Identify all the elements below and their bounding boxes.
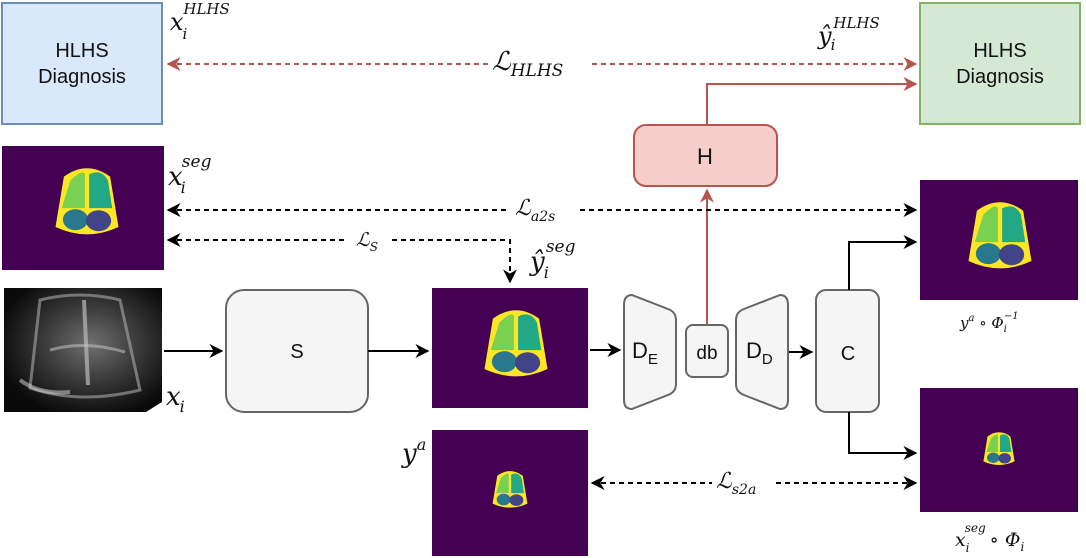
hlhs-right-line1: HLHS — [973, 40, 1026, 62]
l-s-label: ℒS — [356, 229, 378, 254]
c-to-top-output-arrow — [848, 235, 918, 290]
yhat-seg-image — [432, 288, 588, 408]
hlhs-right-line2: Diagnosis — [956, 66, 1044, 88]
x-seg-image — [2, 146, 164, 270]
output-bottom-image — [920, 388, 1078, 512]
output-top-image — [920, 180, 1078, 300]
l-hlhs-label: ℒHLHS — [492, 47, 563, 81]
x-i-label: xi — [166, 382, 185, 416]
l-s-arrow-right — [392, 239, 517, 284]
c-to-bottom-output-arrow — [848, 412, 918, 460]
c-module-label: C — [841, 343, 855, 365]
c-module — [815, 289, 880, 413]
hlhs-diagnosis-right-box: HLHS Diagnosis — [919, 2, 1081, 125]
encoder-de — [623, 293, 677, 411]
x-hlhs-label: xiHLHS — [170, 0, 230, 43]
x-seg-label: xiseg — [168, 152, 212, 197]
l-s2a-label: ℒs2a — [716, 469, 756, 498]
de-label: DE — [632, 338, 658, 368]
ya-label: ya — [401, 435, 426, 469]
hlhs-left-line1: HLHS — [55, 40, 108, 62]
h-module — [633, 124, 778, 187]
hlhs-left-line2: Diagnosis — [38, 66, 126, 88]
output-top-label: ya ∘ Φi−1 — [959, 311, 1019, 335]
yhat-seg-label: ŷiseg — [529, 237, 576, 282]
hlhs-diagnosis-left-box: HLHS Diagnosis — [1, 2, 163, 125]
l-a2s-label: ℒa2s — [515, 196, 555, 225]
atlas-ya-image — [432, 430, 588, 556]
s-module-label: S — [290, 341, 303, 363]
h-to-hlhs-arrow — [706, 77, 918, 125]
dd-label: DD — [746, 338, 773, 368]
db-bottleneck — [685, 324, 729, 378]
decoder-dd — [735, 293, 789, 411]
h-module-label: H — [697, 144, 713, 169]
db-label: db — [696, 343, 717, 364]
yhat-hlhs-label: ŷiHLHS — [817, 14, 880, 54]
echo-image — [4, 288, 162, 412]
